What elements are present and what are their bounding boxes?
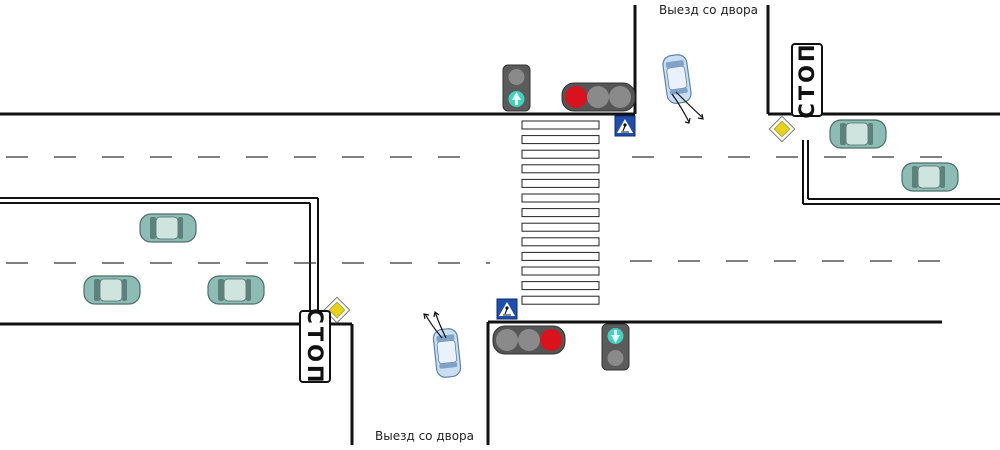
side-road-right	[802, 140, 1000, 205]
traffic-light-top-lamp	[565, 86, 587, 108]
crosswalk-stripe	[521, 135, 600, 145]
crosswalk-stripe	[521, 149, 600, 159]
car-right-upper	[829, 119, 887, 149]
crosswalk-stripe	[521, 281, 600, 291]
car-right-lower	[901, 162, 959, 192]
pedestrian-light-top	[502, 64, 531, 112]
crosswalk-stripe	[521, 237, 600, 247]
pedestrian-light-bottom	[601, 323, 630, 371]
crosswalk-stripe	[521, 178, 600, 188]
priority-road-sign-right	[768, 115, 796, 143]
lane-markings	[6, 156, 950, 264]
crosswalk-stripe	[521, 193, 600, 203]
crosswalk-sign-top	[614, 115, 636, 137]
traffic-light-top-lamp	[587, 86, 609, 108]
exit-label-top: Выезд со двора	[659, 3, 758, 17]
crosswalk-stripe	[521, 208, 600, 218]
crosswalk-stripe	[521, 251, 600, 261]
car-driveway-top-arrows	[671, 91, 704, 124]
crosswalk-stripe	[521, 295, 600, 305]
crosswalk-stripe	[521, 120, 600, 130]
side-road-left	[0, 197, 319, 310]
pedestrian-crossing	[521, 120, 600, 305]
exit-label-bottom: Выезд со двора	[375, 429, 474, 443]
crosswalk-stripe	[521, 164, 600, 174]
traffic-light-bottom	[492, 325, 566, 355]
traffic-light-bottom-lamp	[496, 329, 518, 351]
traffic-light-bottom-lamp	[518, 329, 540, 351]
stop-sign-top: СТОП	[791, 41, 823, 119]
stop-sign-bottom: СТОП	[299, 308, 331, 386]
stop-sign-bottom-text: СТОП	[303, 308, 327, 385]
traffic-light-bottom-lamp	[540, 329, 562, 351]
crosswalk-stripe	[521, 266, 600, 276]
car-driveway-bottom	[431, 327, 463, 379]
car-left-upper	[139, 213, 197, 243]
car-left-lower-2	[207, 275, 265, 305]
crosswalk-sign-bottom	[496, 298, 518, 320]
stop-sign-top-text: СТОП	[795, 41, 819, 118]
car-driveway-bottom-arrows	[423, 310, 447, 339]
traffic-light-top	[561, 82, 636, 112]
crosswalk-stripe	[521, 222, 600, 232]
traffic-light-top-lamp	[609, 86, 631, 108]
car-left-lower-1	[83, 275, 141, 305]
car-driveway-top	[661, 52, 693, 106]
